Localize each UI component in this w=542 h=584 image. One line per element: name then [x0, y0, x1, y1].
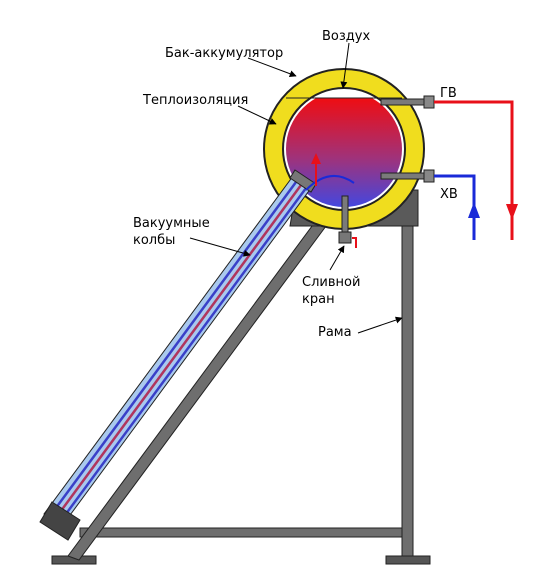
- drain-valve: [338, 231, 352, 244]
- tube-end-cap: [39, 501, 81, 541]
- tube-stripe-1: [48, 177, 301, 517]
- cold-water-line: [434, 174, 476, 240]
- air-gap: [286, 91, 402, 98]
- hot-pipe-stub: [380, 98, 427, 106]
- label-tank: Бак-аккумулятор: [165, 46, 283, 61]
- leader-tubes: [189, 237, 251, 257]
- leader-drain: [329, 245, 345, 271]
- cold-flow-arrow: [468, 202, 480, 218]
- label-frame: Рама: [318, 325, 352, 340]
- label-cold-water: ХВ: [440, 187, 458, 202]
- frame-right-leg: [401, 224, 414, 561]
- cold-valve: [423, 169, 435, 183]
- labels: Бак-аккумулятор Воздух Теплоизоляция ГВ …: [133, 29, 458, 340]
- label-tubes-line2: колбы: [133, 233, 175, 248]
- leader-lines: [189, 42, 403, 334]
- vacuum-tubes: [39, 153, 355, 541]
- label-tubes-line1: Вакуумные: [133, 216, 210, 231]
- frame-bottom-bar: [79, 527, 411, 538]
- hot-valve: [423, 95, 435, 109]
- drain-outflow: [352, 237, 357, 248]
- frame-diagonal-bar: [67, 217, 330, 561]
- hot-water-line: [434, 100, 514, 240]
- leader-tank: [247, 57, 297, 78]
- heat-flow-arrow: [311, 153, 321, 164]
- drain-pipe: [341, 195, 349, 237]
- pipes: [338, 95, 518, 248]
- label-drain-line2: кран: [302, 292, 335, 307]
- cold-pipe-stub: [380, 172, 427, 180]
- label-drain-line1: Сливной: [302, 275, 360, 290]
- tube-stripe-hot: [53, 180, 306, 520]
- heat-pipe-blue: [305, 175, 355, 191]
- label-hot-water: ГВ: [440, 86, 457, 101]
- leader-insulation: [237, 105, 277, 125]
- hot-flow-arrow: [506, 204, 518, 220]
- label-air: Воздух: [322, 29, 370, 44]
- frame-right-foot: [385, 555, 431, 565]
- tube-stripe-2: [58, 183, 311, 523]
- leader-frame: [357, 316, 403, 334]
- label-insulation: Теплоизоляция: [142, 93, 248, 108]
- leader-air: [340, 42, 350, 89]
